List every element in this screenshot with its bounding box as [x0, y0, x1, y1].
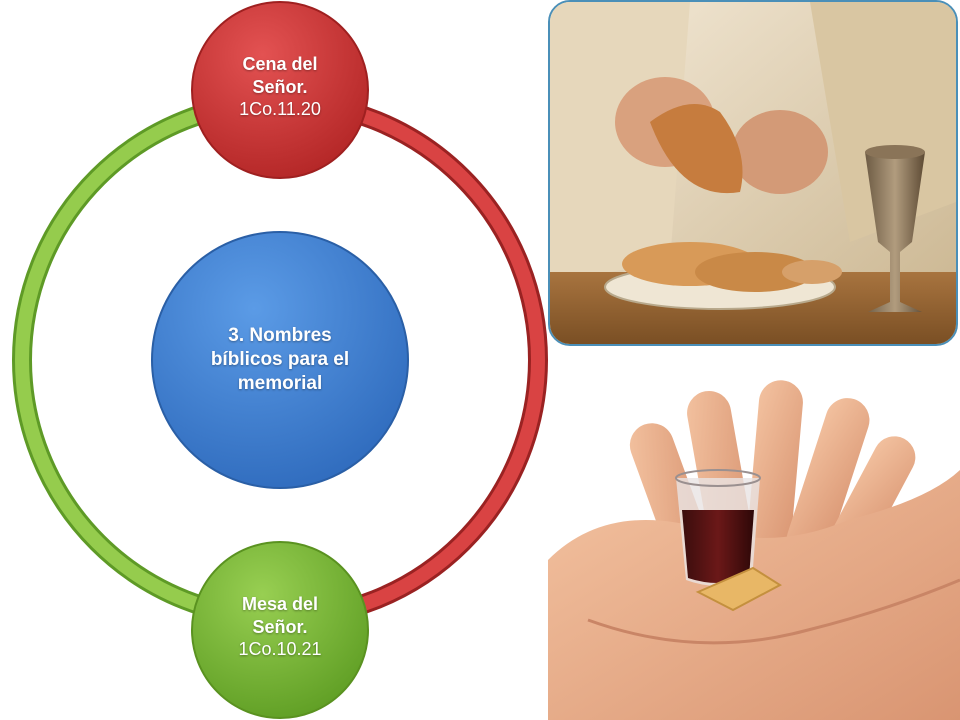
bottom-node-reference: 1Co.10.21 [238, 639, 322, 660]
center-label-line1: 3. Nombres [228, 325, 332, 347]
center-label-line3: memorial [237, 372, 323, 394]
bottom-node-line1: Mesa del [241, 594, 319, 615]
top-node-line1: Cena del [242, 54, 318, 75]
center-label-line2: bíblicos para el [210, 349, 350, 371]
center-node-label: 3. Nombres bíblicos para el memorial [160, 300, 400, 420]
bread-breaking-photo [548, 0, 958, 346]
cycle-diagram [12, 1, 548, 719]
bottom-node-line2: Señor. [252, 616, 308, 637]
ring-arc-left-inner [15, 95, 287, 625]
hands-cup-photo [548, 360, 960, 720]
center-node [151, 231, 409, 489]
node-mesa-del-senor [191, 541, 369, 719]
top-node-line2: Señor. [252, 76, 308, 97]
node-cena-del-senor [191, 1, 369, 179]
top-node-reference: 1Co.11.20 [239, 99, 321, 120]
ring-arc-right-inner [273, 95, 545, 625]
top-node-label: Cena del Señor. 1Co.11.20 [200, 42, 360, 132]
bottom-node-label: Mesa del Señor. 1Co.10.21 [200, 582, 360, 672]
